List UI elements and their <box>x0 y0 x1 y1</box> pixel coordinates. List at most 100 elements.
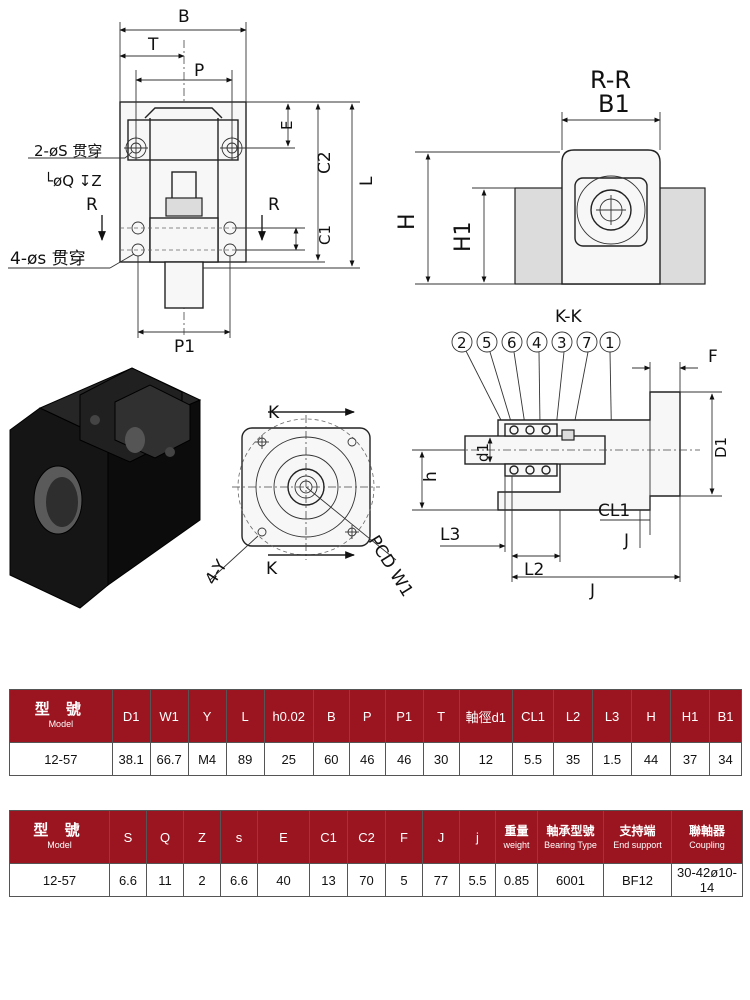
balloon-4: 3 <box>557 334 567 352</box>
header-en: Bearing Type <box>544 840 597 850</box>
model-en-label: Model <box>48 719 74 729</box>
value-cell: 89 <box>225 742 265 776</box>
balloon-3: 4 <box>532 334 542 352</box>
header-cn: 聯軸器 <box>688 824 725 838</box>
label-D1: D1 <box>712 437 730 458</box>
balloon-5: 7 <box>582 334 592 352</box>
balloon-6: 1 <box>605 334 615 352</box>
section-rr-view: R-R B1 H H1 <box>395 66 706 285</box>
header-cell: L3 <box>592 689 633 743</box>
header-cell: J <box>422 810 460 864</box>
value-cell: 60 <box>312 742 350 776</box>
value-cell: 12 <box>458 742 513 776</box>
header-cell: Z <box>183 810 221 864</box>
value-cell: 1.5 <box>592 742 633 776</box>
label-E: E <box>278 121 296 130</box>
header-cell: 重量 weight <box>495 810 538 864</box>
model-header: 型 號 Model <box>9 689 113 743</box>
label-B1: B1 <box>598 90 630 118</box>
header-cell: P <box>348 689 386 743</box>
header-cell: Q <box>146 810 184 864</box>
model-cn-label: 型 號 <box>33 822 86 839</box>
label-R-right: R <box>268 195 280 215</box>
value-cell: 46 <box>384 742 424 776</box>
header-en: weight <box>503 840 530 850</box>
model-cell: 12-57 <box>9 742 113 776</box>
value-cell: 66.7 <box>149 742 189 776</box>
label-B: B <box>178 7 190 27</box>
balloon-0: 2 <box>457 334 467 352</box>
header-cell: Y <box>187 689 227 743</box>
model-header: 型 號 Model <box>9 810 110 864</box>
header-cn: 重量 <box>504 824 529 838</box>
value-cell: 77 <box>422 863 460 897</box>
header-cell: 支持端 End support <box>603 810 672 864</box>
header-cell: F <box>385 810 423 864</box>
header-cell: 軸徑d1 <box>458 689 513 743</box>
header-cell: CL1 <box>511 689 555 743</box>
value-cell: 30 <box>422 742 460 776</box>
label-h: h <box>421 471 441 482</box>
header-cell: E <box>257 810 310 864</box>
balloon-1: 5 <box>482 334 492 352</box>
label-section-RR: R-R <box>590 66 631 94</box>
label-C2: C2 <box>315 151 335 174</box>
value-cell: 5 <box>385 863 423 897</box>
header-cell: D1 <box>111 689 151 743</box>
label-L3: L3 <box>440 525 460 545</box>
value-cell: 13 <box>309 863 348 897</box>
value-cell: 34 <box>709 742 742 776</box>
value-cell: 70 <box>347 863 386 897</box>
label-J: J <box>589 581 595 601</box>
header-cell: j <box>459 810 496 864</box>
label-d1: d1 <box>474 443 492 462</box>
value-cell: M4 <box>187 742 227 776</box>
label-P: P <box>194 61 204 81</box>
front-view: B T P E C2 L C1 R R P1 2-øS 贯穿 <box>8 7 377 357</box>
balloon-2: 6 <box>507 334 517 352</box>
value-cell: 40 <box>257 863 310 897</box>
label-H: H <box>395 213 420 230</box>
label-K-top: K <box>268 403 280 423</box>
value-cell: 25 <box>263 742 314 776</box>
value-cell: 35 <box>553 742 594 776</box>
header-cell: L <box>225 689 265 743</box>
label-J-small: J <box>623 531 629 551</box>
model-cn-label: 型 號 <box>34 701 87 718</box>
label-R-left: R <box>86 195 98 215</box>
header-cell: B1 <box>709 689 742 743</box>
value-cell: 6.6 <box>109 863 147 897</box>
label-K-bottom: K <box>266 559 278 579</box>
header-cell: H1 <box>670 689 711 743</box>
value-cell: BF12 <box>603 863 672 897</box>
label-4Y: 4-Y <box>201 556 232 589</box>
header-cell: P1 <box>384 689 424 743</box>
header-en: End support <box>613 840 662 850</box>
section-kk-view: K-K 2 5 6 4 3 7 1 <box>412 307 730 601</box>
balloons: 2 5 6 4 3 7 1 <box>451 331 621 463</box>
label-PCD: PCD W1 <box>364 532 417 600</box>
label-F: F <box>708 347 718 367</box>
label-C1: C1 <box>316 225 334 245</box>
label-2S: 2-øS 贯穿 <box>34 142 102 160</box>
value-cell: 37 <box>670 742 711 776</box>
header-cell: s <box>220 810 258 864</box>
header-cn: 支持端 <box>619 824 656 838</box>
label-L: L <box>357 176 377 186</box>
value-cell: 5.5 <box>511 742 555 776</box>
model-cell: 12-57 <box>9 863 110 897</box>
value-cell: 6.6 <box>220 863 258 897</box>
label-H1: H1 <box>451 221 476 252</box>
value-cell: 30-42ø10-14 <box>671 863 743 897</box>
header-cell: C1 <box>309 810 348 864</box>
label-4s: 4-øs 贯穿 <box>10 249 86 269</box>
header-cell: W1 <box>149 689 189 743</box>
